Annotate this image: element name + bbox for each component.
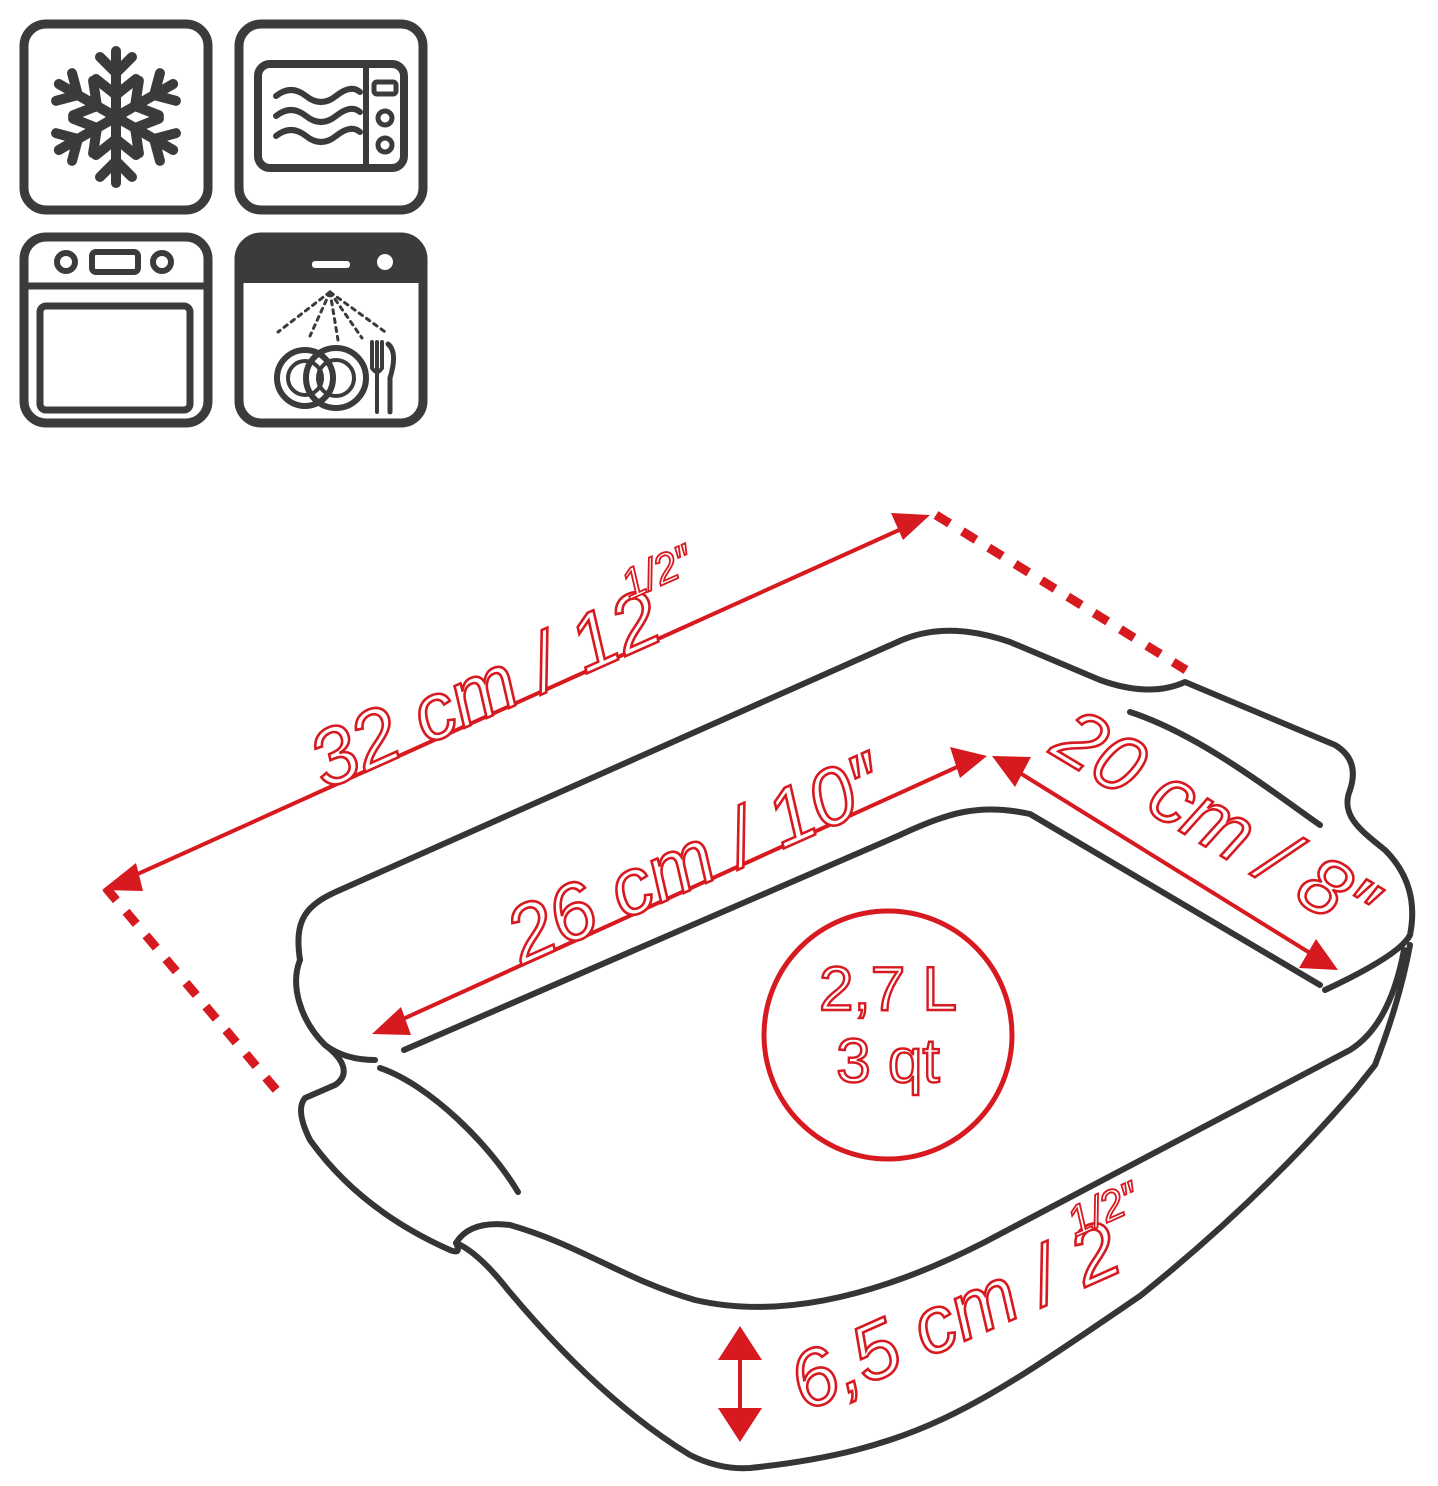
width-label: 20 cm / 8″ [1038,690,1393,952]
snowflake-icon [19,19,213,215]
dishwasher-icon [234,232,428,428]
capacity-liters: 2,7 L [819,955,957,1024]
capacity-badge: 2,7 L 3 qt [761,908,1015,1162]
inner-length-label: 26 cm / 10″ [492,735,899,981]
microwave-icon [234,19,428,215]
capacity-quarts: 3 qt [836,1027,939,1096]
outer-length-fraction: 1/2″ [614,535,702,609]
outer-length-label: 32 cm / 12 [296,572,673,805]
outer-length-dimension: 32 cm / 12 1/2″ [102,511,1189,1095]
baking-dish-outline [293,627,1416,1472]
usage-icons [19,19,428,428]
oven-icon [19,232,213,428]
